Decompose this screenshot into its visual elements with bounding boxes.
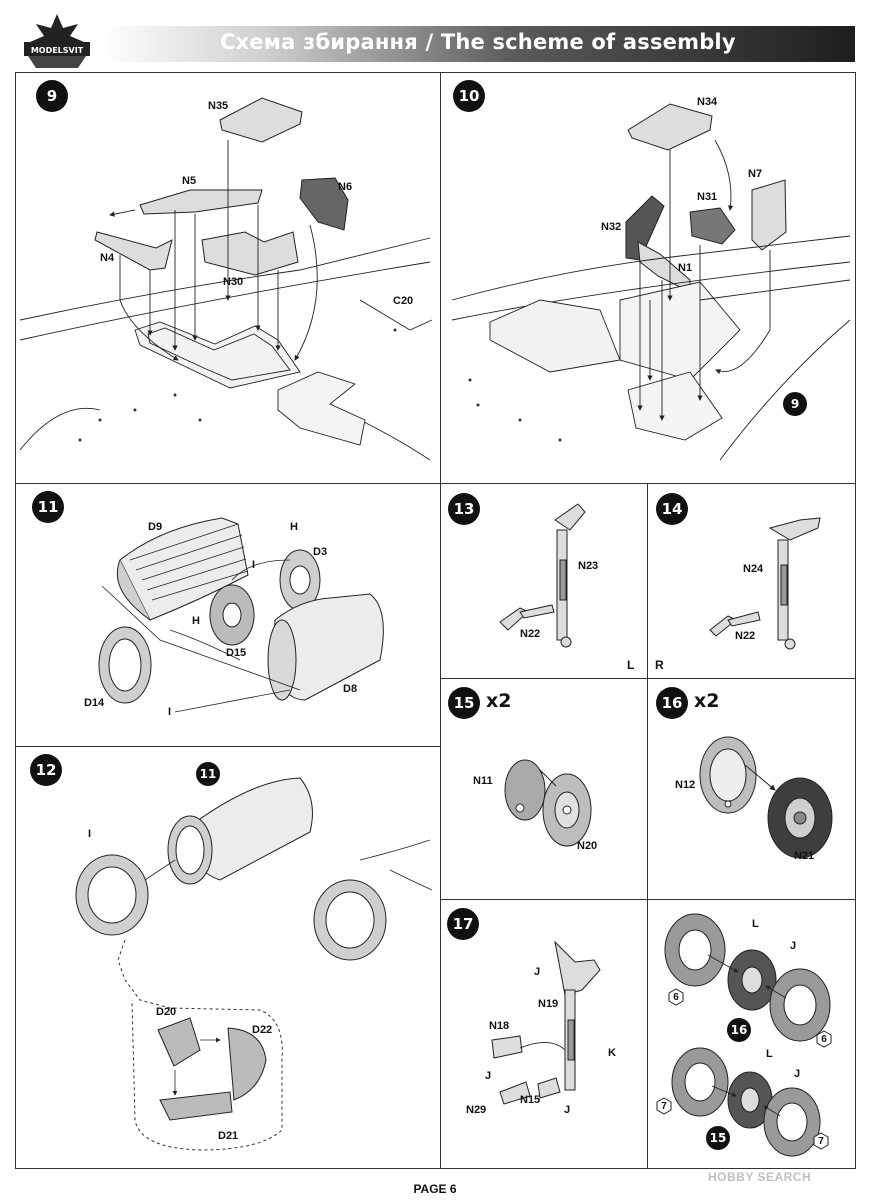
ref-hex-7-a: 7 — [655, 1097, 673, 1115]
paint-label-h-2: H — [192, 615, 200, 627]
paint-label-i: I — [88, 828, 92, 840]
step-13-badge: 13 — [448, 493, 480, 525]
part-label-d22: D22 — [252, 1024, 273, 1036]
part-label-n20: N20 — [577, 840, 598, 852]
part-label-n1: N1 — [678, 262, 693, 274]
part-label-n31: N31 — [697, 191, 718, 203]
step-9-badge: 9 — [36, 80, 68, 112]
side-label-right: R — [655, 658, 664, 672]
page-number: PAGE 6 — [413, 1182, 457, 1196]
part-label-n30: N30 — [223, 276, 244, 288]
ref-hex-6-b-text: 6 — [821, 1033, 827, 1045]
part-label-n35: N35 — [208, 100, 229, 112]
part-label-d14: D14 — [84, 697, 105, 709]
ref-badge-16: 16 — [727, 1018, 751, 1042]
part-label-n15: N15 — [520, 1094, 541, 1106]
part-label-n23: N23 — [578, 560, 599, 572]
paint-label-i-1: I — [252, 559, 256, 571]
part-label-d8: D8 — [343, 683, 358, 695]
paint-label-j-5: J — [794, 1068, 801, 1080]
ref-hex-7-a-text: 7 — [661, 1100, 667, 1112]
part-label-n22: N22 — [520, 628, 541, 640]
ref-hex-7-b: 7 — [812, 1132, 830, 1150]
ref-hex-6-a-text: 6 — [673, 991, 679, 1003]
part-label-n29: N29 — [466, 1104, 487, 1116]
part-label-c20: C20 — [393, 295, 414, 307]
step-15-multiplier: x2 — [486, 690, 512, 712]
step-11-badge: 11 — [32, 491, 64, 523]
ref-hex-6-b: 6 — [815, 1030, 833, 1048]
part-label-n5: N5 — [182, 175, 197, 187]
paint-label-j-3: J — [564, 1104, 571, 1116]
step-14-badge: 14 — [656, 493, 688, 525]
paint-label-j-2: J — [485, 1070, 492, 1082]
ref-badge-15: 15 — [706, 1126, 730, 1150]
step-16-multiplier: x2 — [694, 690, 720, 712]
part-label-n4: N4 — [100, 252, 115, 264]
step-10-badge: 10 — [453, 80, 485, 112]
step-12-badge: 12 — [30, 754, 62, 786]
paint-label-k: K — [608, 1047, 616, 1059]
part-label-n18: N18 — [489, 1020, 510, 1032]
part-label-n11: N11 — [473, 775, 493, 787]
paint-label-i-2: I — [168, 706, 172, 718]
step-16-badge: 16 — [656, 687, 688, 719]
svg-text:MODELSVIT: MODELSVIT — [31, 46, 84, 55]
part-label-d9: D9 — [148, 521, 163, 533]
paint-label-j-4: J — [790, 940, 797, 952]
step-17-badge: 17 — [447, 908, 479, 940]
part-label-d20: D20 — [156, 1006, 177, 1018]
part-label-n24: N24 — [743, 563, 764, 575]
part-label-n21: N21 — [794, 850, 815, 862]
part-label-n6: N6 — [338, 181, 353, 193]
paint-label-l-1: L — [752, 918, 759, 930]
modelsvit-logo: MODELSVIT — [24, 14, 90, 68]
paint-label-h-1: H — [290, 521, 298, 533]
part-label-n7: N7 — [748, 168, 763, 180]
part-label-n22-r: N22 — [735, 630, 756, 642]
page-title: Схема збирання / The scheme of assembly — [220, 30, 736, 54]
header-banner — [100, 26, 855, 62]
part-label-d21: D21 — [218, 1130, 239, 1142]
part-label-n19: N19 — [538, 998, 559, 1010]
ref-hex-6-a: 6 — [667, 988, 685, 1006]
step-10-ref-badge: 9 — [783, 392, 807, 416]
paint-label-l-2: L — [766, 1048, 773, 1060]
step-12-ref-badge: 11 — [196, 762, 220, 786]
step-17-panel — [440, 899, 648, 1169]
part-label-n34: N34 — [697, 96, 718, 108]
part-label-n32: N32 — [601, 221, 622, 233]
watermark: HOBBY SEARCH — [708, 1170, 812, 1184]
step-15-badge: 15 — [448, 687, 480, 719]
part-label-d3: D3 — [313, 546, 328, 558]
paint-label-j-1: J — [534, 966, 541, 978]
ref-hex-7-b-text: 7 — [818, 1135, 824, 1147]
part-label-n12: N12 — [675, 779, 696, 791]
part-label-d15: D15 — [226, 647, 247, 659]
side-label-left: L — [627, 658, 635, 672]
